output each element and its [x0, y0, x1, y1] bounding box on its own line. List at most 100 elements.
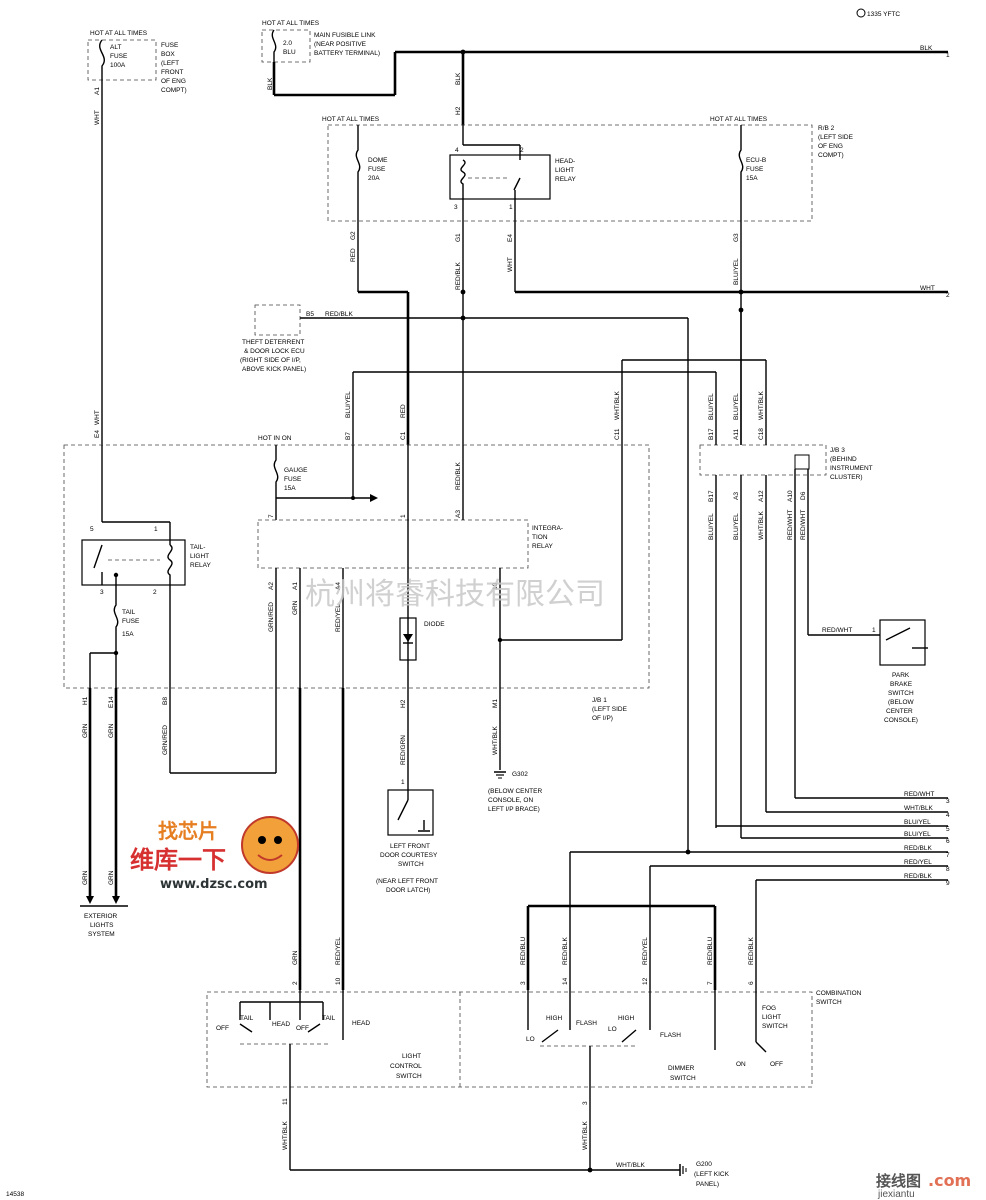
svg-text:RELAY: RELAY [555, 176, 576, 183]
svg-text:2: 2 [946, 292, 950, 299]
svg-text:FUSE: FUSE [368, 166, 386, 173]
svg-text:EXTERIOR: EXTERIOR [84, 913, 118, 920]
svg-text:6: 6 [748, 981, 755, 985]
svg-text:2: 2 [520, 147, 524, 154]
svg-text:SWITCH: SWITCH [762, 1023, 788, 1030]
svg-text:COMPT): COMPT) [818, 152, 844, 159]
svg-text:RED/BLK: RED/BLK [562, 937, 569, 965]
svg-text:3: 3 [454, 204, 458, 211]
svg-text:RED/WHT: RED/WHT [787, 510, 794, 540]
svg-text:LIGHTS: LIGHTS [90, 922, 114, 929]
svg-text:CONSOLE, ON: CONSOLE, ON [488, 797, 533, 804]
svg-text:COMPT): COMPT) [161, 87, 187, 94]
svg-text:LO: LO [608, 1026, 617, 1033]
svg-text:7: 7 [268, 514, 275, 518]
fog-light-switch: FOG LIGHT SWITCH ON OFF [736, 990, 788, 1068]
svg-text:H1: H1 [82, 696, 89, 705]
jb1-bottom-wires: H1 GRN E14 GRN GRN GRN B8 GRN/RED H2 RED… [82, 688, 501, 990]
svg-text:WHT: WHT [507, 257, 514, 272]
svg-text:A11: A11 [733, 429, 740, 440]
svg-text:R/B 2: R/B 2 [818, 125, 835, 132]
svg-text:A2: A2 [268, 582, 275, 590]
svg-text:1: 1 [872, 627, 876, 634]
svg-text:WHT: WHT [920, 285, 935, 292]
svg-text:FRONT: FRONT [161, 69, 183, 76]
svg-text:RED/BLK: RED/BLK [325, 311, 353, 318]
svg-text:LIGHT: LIGHT [762, 1014, 781, 1021]
svg-text:GRN/RED: GRN/RED [268, 602, 275, 632]
svg-text:2: 2 [153, 589, 157, 596]
door-courtesy-switch: LEFT FRONT DOOR COURTESY SWITCH (NEAR LE… [376, 789, 438, 894]
svg-text:FUSE: FUSE [746, 166, 764, 173]
svg-text:7: 7 [707, 981, 714, 985]
svg-text:OF ENG: OF ENG [161, 78, 186, 85]
svg-text:H2: H2 [455, 106, 462, 115]
svg-text:ALT: ALT [110, 44, 121, 51]
svg-text:5: 5 [946, 826, 950, 833]
svg-text:15A: 15A [122, 631, 134, 638]
svg-text:(LEFT KICK: (LEFT KICK [694, 1171, 730, 1178]
svg-text:FLASH: FLASH [576, 1020, 597, 1027]
svg-text:PANEL): PANEL) [696, 1181, 719, 1188]
svg-text:RED/BLK: RED/BLK [455, 262, 462, 290]
svg-text:1: 1 [946, 52, 950, 59]
svg-text:HEAD: HEAD [272, 1021, 290, 1028]
svg-text:RED/YEL: RED/YEL [642, 937, 649, 965]
svg-text:HEAD-: HEAD- [555, 158, 575, 165]
svg-text:4: 4 [455, 147, 459, 154]
ground-g302: G302 (BELOW CENTER CONSOLE, ON LEFT I/P … [488, 771, 542, 813]
svg-text:BLK: BLK [267, 77, 274, 90]
svg-text:A1: A1 [94, 87, 101, 95]
svg-text:FOG: FOG [762, 1005, 776, 1012]
svg-text:WHT/BLK: WHT/BLK [616, 1162, 646, 1169]
svg-text:4: 4 [946, 812, 950, 819]
svg-text:WHT: WHT [94, 410, 101, 425]
svg-text:OF ENG: OF ENG [818, 143, 843, 150]
svg-text:WHT/BLK: WHT/BLK [282, 1120, 289, 1150]
svg-text:HOT AT ALL TIMES: HOT AT ALL TIMES [710, 116, 768, 123]
svg-text:(LEFT: (LEFT [161, 60, 179, 67]
svg-text:ECU-B: ECU-B [746, 157, 766, 164]
jiexiantu-logo: 接线图 .com jiexiantu [876, 1171, 971, 1200]
svg-text:1: 1 [509, 204, 513, 211]
svg-text:LEFT I/P BRACE): LEFT I/P BRACE) [488, 806, 540, 813]
svg-text:D6: D6 [800, 491, 807, 500]
svg-text:ON: ON [736, 1061, 746, 1068]
svg-text:RED/WHT: RED/WHT [822, 627, 852, 634]
svg-text:WHT/BLK: WHT/BLK [492, 725, 499, 755]
svg-text:(BELOW: (BELOW [888, 699, 915, 706]
svg-text:GRN: GRN [108, 723, 115, 738]
svg-text:(NEAR LEFT FRONT: (NEAR LEFT FRONT [376, 878, 438, 885]
svg-text:BLU/YEL: BLU/YEL [708, 393, 715, 420]
svg-text:HEAD: HEAD [352, 1020, 370, 1027]
svg-text:SWITCH: SWITCH [670, 1075, 696, 1082]
svg-text:RED/BLU: RED/BLU [707, 937, 714, 965]
svg-text:BRAKE: BRAKE [890, 681, 913, 688]
svg-text:J/B 3: J/B 3 [830, 447, 845, 454]
dimmer-switch: HIGH FLASH LO HIGH LO FLASH DIMMER SWITC… [526, 990, 716, 1092]
svg-text:20A: 20A [368, 175, 380, 182]
svg-text:C1: C1 [400, 431, 407, 440]
svg-text:RED/YEL: RED/YEL [335, 604, 342, 632]
svg-text:COMBINATION: COMBINATION [816, 990, 862, 997]
svg-text:DOME: DOME [368, 157, 388, 164]
svg-text:SYSTEM: SYSTEM [88, 931, 115, 938]
svg-text:B8: B8 [162, 697, 169, 705]
svg-text:B17: B17 [708, 428, 715, 440]
svg-text:10: 10 [335, 977, 342, 985]
svg-text:TAIL-: TAIL- [190, 544, 205, 551]
svg-text:CLUSTER): CLUSTER) [830, 474, 863, 481]
svg-text:BLU/YEL: BLU/YEL [733, 258, 740, 285]
svg-text:TAIL: TAIL [322, 1015, 336, 1022]
svg-text:BLU/YEL: BLU/YEL [904, 819, 931, 826]
svg-text:FLASH: FLASH [660, 1032, 681, 1039]
svg-text:WHT/BLK: WHT/BLK [904, 805, 934, 812]
svg-text:CONTROL: CONTROL [390, 1063, 422, 1070]
svg-text:G2: G2 [350, 231, 357, 240]
svg-text:14: 14 [562, 977, 569, 985]
svg-text:BOX: BOX [161, 51, 175, 58]
svg-text:RELAY: RELAY [190, 562, 211, 569]
svg-text:SWITCH: SWITCH [398, 861, 424, 868]
svg-text:RED/BLU: RED/BLU [520, 937, 527, 965]
svg-text:(BELOW CENTER: (BELOW CENTER [488, 788, 542, 795]
